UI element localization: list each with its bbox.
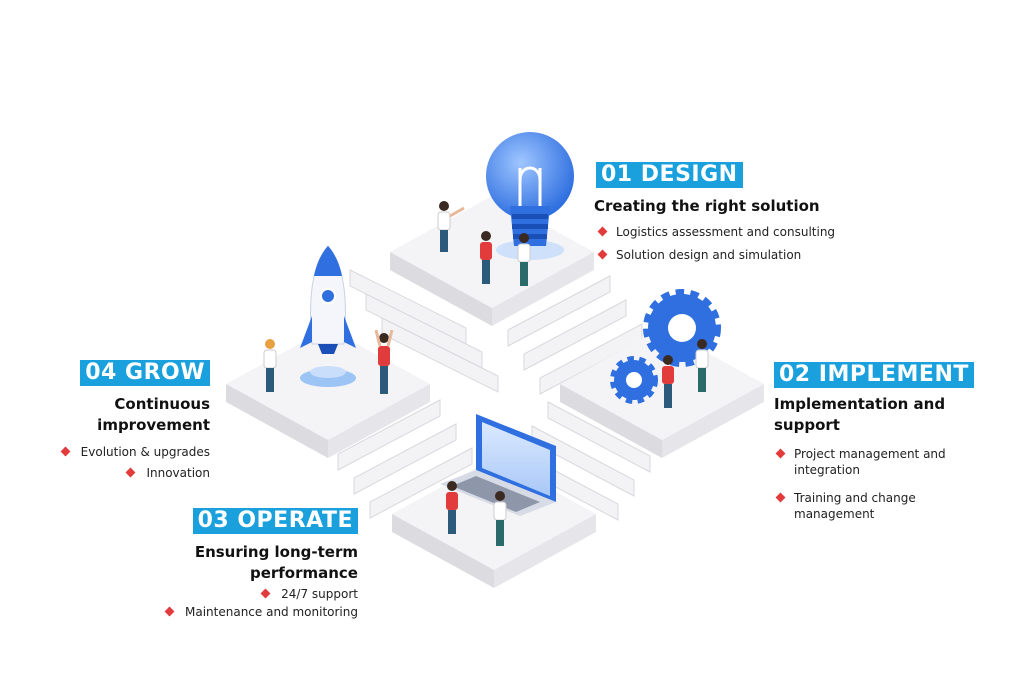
grow-team-figures bbox=[263, 329, 394, 394]
bullet-diamond-icon bbox=[260, 588, 271, 599]
step-operate-tag: 03 OPERATE bbox=[192, 508, 358, 534]
rocket-icon bbox=[300, 245, 356, 387]
step-implement-tag: 02 IMPLEMENT bbox=[774, 362, 974, 388]
bullet-diamond-icon bbox=[775, 492, 786, 503]
step-operate-subtitle: Ensuring long-term performance bbox=[194, 543, 358, 582]
list-item: Evolution & upgrades bbox=[60, 444, 210, 460]
implement-team-figures bbox=[662, 339, 709, 408]
bullet-diamond-icon bbox=[597, 226, 608, 237]
bullet-diamond-icon bbox=[775, 448, 786, 459]
connector-bars-top-right bbox=[507, 275, 643, 395]
bullet-diamond-icon bbox=[597, 249, 608, 260]
bullet-diamond-icon bbox=[60, 446, 71, 457]
step-grow-tag: 04 GROW bbox=[80, 360, 210, 386]
step-grow-bullets: Evolution & upgrades Innovation bbox=[60, 444, 210, 481]
step-design-bullets: Logistics assessment and consulting Solu… bbox=[596, 224, 835, 263]
list-item: Maintenance and monitoring bbox=[164, 604, 358, 620]
platform-implement bbox=[560, 328, 764, 458]
step-design: 01 DESIGN Creating the right solution Lo… bbox=[594, 162, 835, 263]
design-team-figures bbox=[437, 201, 531, 286]
bullet-diamond-icon bbox=[164, 606, 175, 617]
step-grow: 04 GROW Continuous improvement Evolution… bbox=[60, 360, 210, 481]
step-design-subtitle: Creating the right solution bbox=[594, 197, 820, 215]
list-item: 24/7 support bbox=[166, 586, 358, 602]
list-item: Solution design and simulation bbox=[596, 247, 835, 263]
step-operate-bullets: 24/7 support Maintenance and monitoring bbox=[164, 586, 358, 620]
step-implement-subtitle: Implementation and support bbox=[774, 395, 946, 434]
list-item: Logistics assessment and consulting bbox=[596, 224, 835, 240]
bullet-diamond-icon bbox=[126, 467, 136, 478]
step-implement: 02 IMPLEMENT Implementation and support … bbox=[774, 362, 974, 522]
operate-team-figures bbox=[446, 481, 507, 546]
connector-bars-bottom-left bbox=[337, 399, 473, 519]
step-design-tag: 01 DESIGN bbox=[596, 162, 743, 188]
step-grow-subtitle: Continuous improvement bbox=[97, 395, 210, 434]
step-operate: 03 OPERATE Ensuring long-term performanc… bbox=[164, 508, 358, 620]
list-item: Innovation bbox=[62, 465, 210, 481]
connector-bars-top-left bbox=[349, 269, 499, 393]
